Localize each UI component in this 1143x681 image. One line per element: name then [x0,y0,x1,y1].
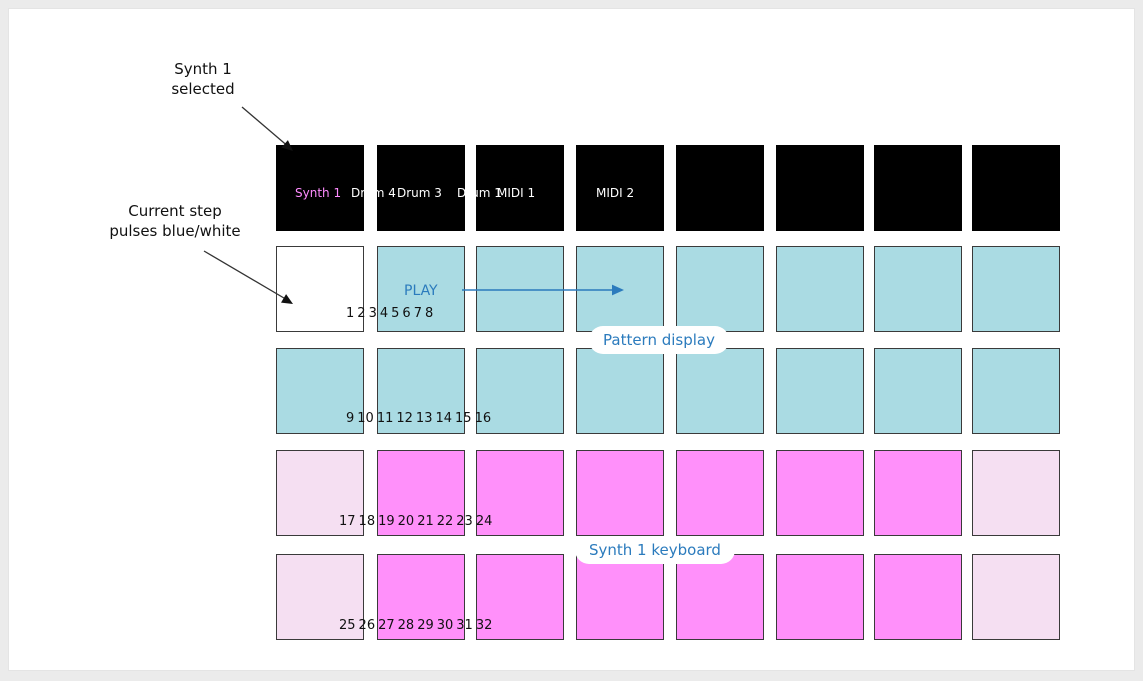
pad-r1-c6[interactable] [776,145,864,231]
synth-selected-arrow-line [241,106,291,149]
pad-r1-c1[interactable] [276,145,364,231]
pad-r5-c6[interactable] [776,554,864,640]
pad-r2-c7[interactable] [874,246,962,332]
step-number: 9 [346,411,355,426]
step-number: 2 [357,306,366,321]
play-label: PLAY [404,283,438,299]
callout-current-step-line2: pulses blue/white [109,222,241,240]
step-number: 8 [424,306,434,321]
pad-r5-c8[interactable] [972,554,1060,640]
step-number: 23 [456,514,473,529]
pad-r5-c4[interactable] [576,554,664,640]
callout-current-step-line1: Current step [128,202,222,220]
pad-r4-c5[interactable] [676,450,764,536]
step-number: 31 [456,618,473,633]
pad-r3-c6[interactable] [776,348,864,434]
step-number: 7 [413,306,422,321]
pad-r1-c5[interactable] [676,145,764,231]
callout-current-step: Current step pulses blue/white [75,201,275,241]
pad-r5-c7[interactable] [874,554,962,640]
pad-r3-c7[interactable] [874,348,962,434]
current-step-arrowhead [281,294,293,304]
pad-r2-c6[interactable] [776,246,864,332]
pad-r2-c2[interactable] [377,246,465,332]
callout-synth-selected-line1: Synth 1 [174,60,232,78]
synth-keyboard-label: Synth 1 keyboard [575,536,735,564]
pad-r4-c7[interactable] [874,450,962,536]
track-label-drum-1: Drum 1 [457,186,502,200]
step-number: 27 [378,618,395,633]
callout-synth-selected-line2: selected [171,80,235,98]
pad-r4-c3[interactable] [476,450,564,536]
pad-r3-c3[interactable] [476,348,564,434]
pad-r3-c1[interactable] [276,348,364,434]
step-number: 12 [396,411,413,426]
pad-r2-c8[interactable] [972,246,1060,332]
step-number: 24 [475,514,493,529]
step-number: 11 [376,411,394,426]
pad-r4-c6[interactable] [776,450,864,536]
play-arrowhead [612,284,624,296]
pad-r3-c2[interactable] [377,348,465,434]
pad-r5-c1[interactable] [276,554,364,640]
step-number: 15 [455,411,472,426]
step-number: 13 [415,411,433,426]
pattern-display-label: Pattern display [589,326,729,354]
pad-r4-c1[interactable] [276,450,364,536]
step-number: 6 [402,306,411,321]
callout-synth-selected: Synth 1 selected [138,59,268,99]
step-number: 28 [397,618,415,633]
pad-r1-c2[interactable] [377,145,465,231]
pad-r4-c8[interactable] [972,450,1060,536]
step-number: 32 [475,618,493,633]
pad-r1-c8[interactable] [972,145,1060,231]
step-number: 30 [436,618,454,633]
current-step-arrow-line [203,250,290,302]
step-number: 18 [358,514,376,529]
step-number: 16 [474,411,492,426]
step-number: 22 [436,514,454,529]
pad-r3-c4[interactable] [576,348,664,434]
pad-r1-c3[interactable] [476,145,564,231]
step-number: 4 [379,306,389,321]
pad-r4-c2[interactable] [377,450,465,536]
step-number: 25 [339,618,356,633]
pad-r3-c8[interactable] [972,348,1060,434]
step-number: 14 [435,411,453,426]
pad-r1-c7[interactable] [874,145,962,231]
synth-selected-arrowhead [281,140,293,151]
step-number: 17 [339,514,356,529]
track-label-midi-1: MIDI 1 [497,186,536,200]
step-number: 20 [397,514,415,529]
pad-r4-c4[interactable] [576,450,664,536]
track-label-drum-4: Drum 4 [351,186,396,200]
pad-r3-c5[interactable] [676,348,764,434]
step-number: 5 [391,306,400,321]
pad-r5-c2[interactable] [377,554,465,640]
step-number: 3 [368,306,377,321]
step-number: 1 [346,306,355,321]
step-number: 19 [378,514,395,529]
step-number: 21 [417,514,434,529]
step-number: 26 [358,618,376,633]
track-label-midi-2: MIDI 2 [596,186,635,200]
step-number: 10 [357,411,374,426]
pad-r2-c1[interactable] [276,246,364,332]
pad-r5-c5[interactable] [676,554,764,640]
pad-r5-c3[interactable] [476,554,564,640]
pad-r1-c4[interactable] [576,145,664,231]
track-label-drum-3: Drum 3 [397,186,442,200]
pad-r2-c3[interactable] [476,246,564,332]
track-label-synth-1: Synth 1 [295,186,342,200]
step-number: 29 [417,618,434,633]
